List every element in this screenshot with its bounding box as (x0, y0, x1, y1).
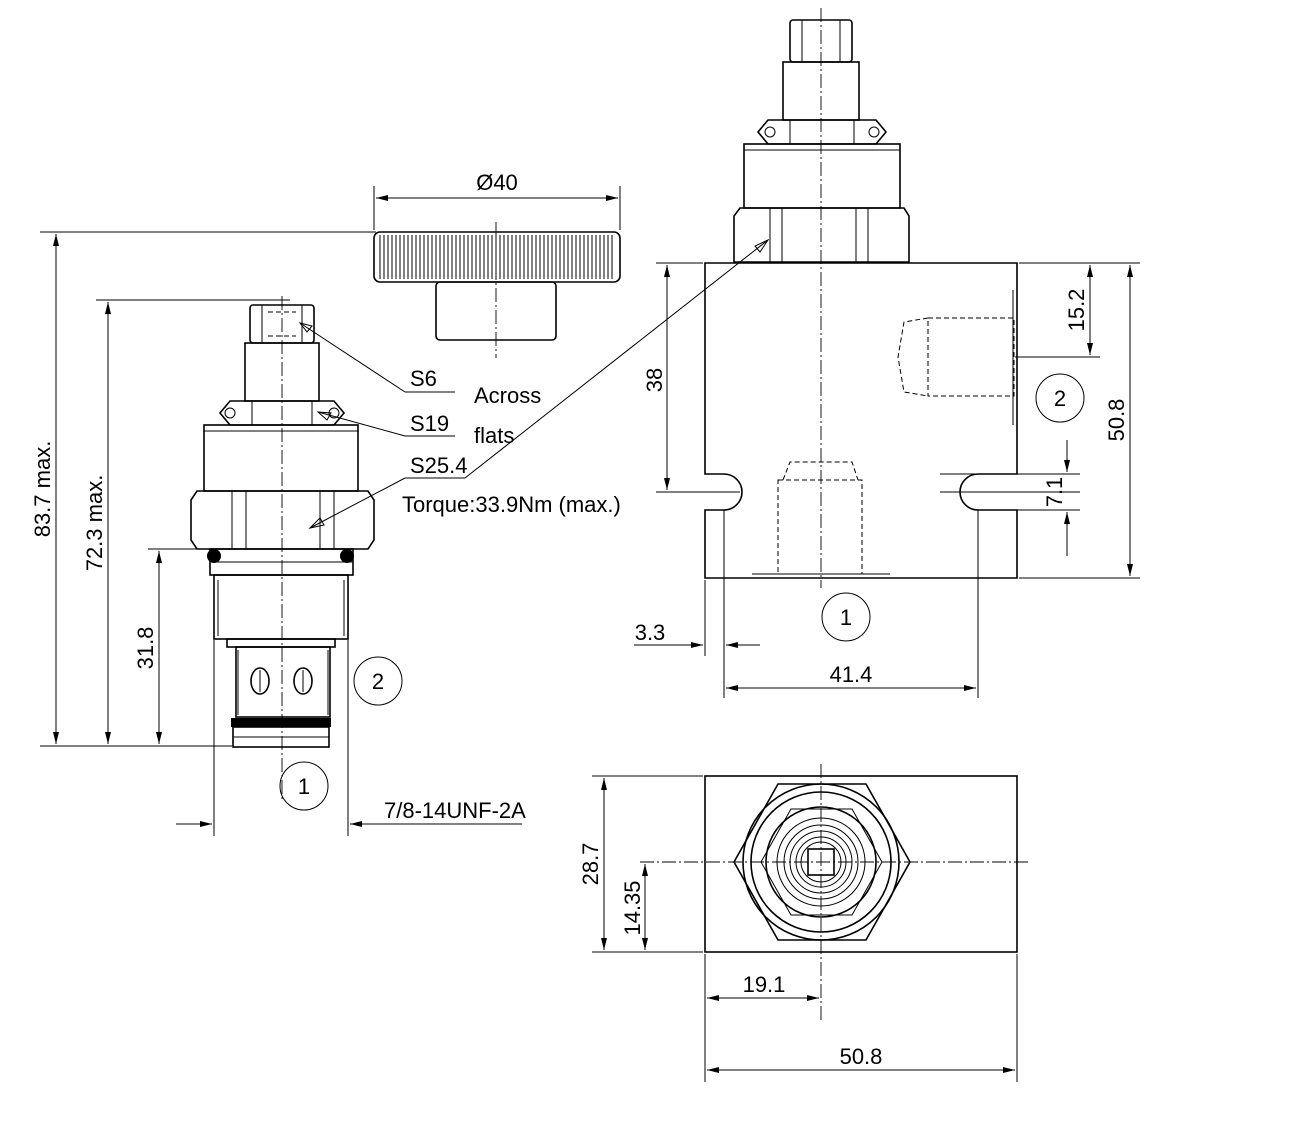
s25-label: S25.4 (410, 453, 468, 478)
dim-thread-length: 31.8 (133, 627, 158, 670)
dim-body-height: 50.8 (1104, 399, 1129, 442)
dim-cartridge-height: 72.3 max. (82, 475, 107, 572)
body-port-2-label: 2 (1054, 386, 1066, 411)
cartridge-port-2-label: 2 (372, 669, 384, 694)
cartridge-view: 2 1 S6 Across S19 flats S25.4 Torque:33.… (30, 231, 770, 836)
across-label: Across (474, 383, 541, 408)
flats-label: flats (474, 423, 514, 448)
dim-body-width: 50.8 (840, 1044, 883, 1069)
s19-label: S19 (410, 411, 449, 436)
dim-slot-offset: 3.3 (635, 620, 666, 645)
body-front-view: 2 1 38 15.2 50.8 7.1 3.3 41.4 (634, 8, 1140, 698)
dim-port-offset: 38 (642, 368, 667, 392)
dim-overall-height: 83.7 max. (30, 441, 55, 538)
dim-center-offset: 19.1 (743, 972, 786, 997)
knob-view: Ø40 (373, 170, 621, 358)
body-top-view: 28.7 14.35 19.1 50.8 (578, 764, 1028, 1082)
s6-label: S6 (410, 366, 437, 391)
cartridge-port-1-label: 1 (298, 774, 310, 799)
dim-slot-width: 7.1 (1042, 477, 1067, 508)
dim-half-depth: 14.35 (620, 880, 645, 935)
dim-mount-spacing: 41.4 (830, 662, 873, 687)
body-port-1-label: 1 (840, 605, 852, 630)
torque-label: Torque:33.9Nm (max.) (402, 492, 621, 517)
dim-port2-offset: 15.2 (1064, 289, 1089, 332)
dim-body-depth: 28.7 (578, 843, 603, 886)
thread-label: 7/8-14UNF-2A (384, 798, 526, 823)
dim-knob-diameter: Ø40 (476, 170, 518, 195)
